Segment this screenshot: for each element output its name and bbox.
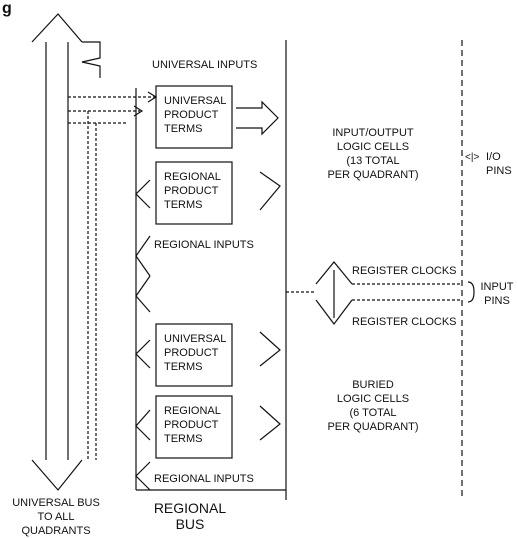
io-pins-label: I/O PINS	[486, 150, 512, 178]
register-clocks-bottom-label: REGISTER CLOCKS	[352, 316, 457, 328]
pin-line: I/O	[486, 151, 501, 163]
regional-bus-label: REGIONAL BUS	[140, 500, 240, 532]
regional-product-terms-bottom: REGIONAL PRODUCT TERMS	[164, 404, 221, 446]
pin-line: PINS	[484, 295, 510, 307]
universal-product-terms-top: UNIVERSAL PRODUCT TERMS	[164, 94, 226, 136]
block-line: UNIVERSAL	[164, 333, 227, 345]
cell-line: LOGIC CELLS	[336, 393, 410, 405]
regional-bus	[135, 40, 287, 500]
pin-line: PINS	[486, 165, 512, 177]
register-clock-arrows	[286, 261, 462, 325]
buried-logic-cells-label: BURIED LOGIC CELLS (6 TOTAL PER QUADRANT…	[318, 378, 428, 434]
bus-line: REGIONAL	[153, 500, 227, 516]
block-line: REGIONAL	[164, 171, 221, 183]
cell-line: BURIED	[352, 379, 394, 391]
block-line: TERMS	[164, 199, 203, 211]
regional-inputs-label-top: REGIONAL INPUTS	[154, 239, 254, 251]
cell-line: INPUT/OUTPUT	[332, 127, 414, 139]
io-pin-arrow-icon: <|>	[465, 152, 480, 163]
input-pins-label: INPUT PINS	[478, 280, 516, 308]
block-line: TERMS	[164, 123, 203, 135]
bus-line: UNIVERSAL BUS	[12, 497, 100, 509]
cell-line: LOGIC CELLS	[336, 141, 410, 153]
register-clocks-top-label: REGISTER CLOCKS	[352, 265, 457, 277]
block-line: PRODUCT	[164, 347, 219, 359]
cell-line: (6 TOTAL	[349, 407, 397, 419]
universal-feeds	[68, 96, 155, 460]
product-term-boxes	[155, 85, 233, 459]
block-line: PRODUCT	[164, 185, 219, 197]
universal-product-terms-bottom: UNIVERSAL PRODUCT TERMS	[164, 332, 226, 374]
regional-inputs-label-bottom: REGIONAL INPUTS	[154, 473, 254, 485]
regional-product-terms-top: REGIONAL PRODUCT TERMS	[164, 170, 221, 212]
block-line: PRODUCT	[164, 109, 219, 121]
block-output-arrows	[236, 100, 281, 441]
pin-line: INPUT	[480, 281, 514, 293]
universal-bus-label: UNIVERSAL BUS TO ALL QUADRANTS	[4, 496, 108, 538]
block-line: REGIONAL	[164, 405, 221, 417]
universal-bus-arrow	[31, 13, 101, 491]
block-line: TERMS	[164, 361, 203, 373]
bus-line: BUS	[175, 516, 205, 532]
cell-line: (13 TOTAL	[346, 155, 400, 167]
block-line: PRODUCT	[164, 419, 219, 431]
bus-line: QUADRANTS	[21, 525, 91, 537]
cell-line: PER QUADRANT)	[327, 169, 419, 181]
pin-bus	[461, 40, 475, 500]
universal-feed-heads	[133, 91, 158, 117]
regional-bus-chevrons	[135, 179, 151, 491]
block-line: UNIVERSAL	[164, 95, 227, 107]
cell-line: PER QUADRANT)	[327, 421, 419, 433]
universal-inputs-label: UNIVERSAL INPUTS	[152, 59, 258, 71]
block-line: TERMS	[164, 433, 203, 445]
figure-title-fragment: g	[2, 0, 12, 17]
io-logic-cells-label: INPUT/OUTPUT LOGIC CELLS (13 TOTAL PER Q…	[318, 126, 428, 182]
bus-line: TO ALL	[37, 511, 75, 523]
